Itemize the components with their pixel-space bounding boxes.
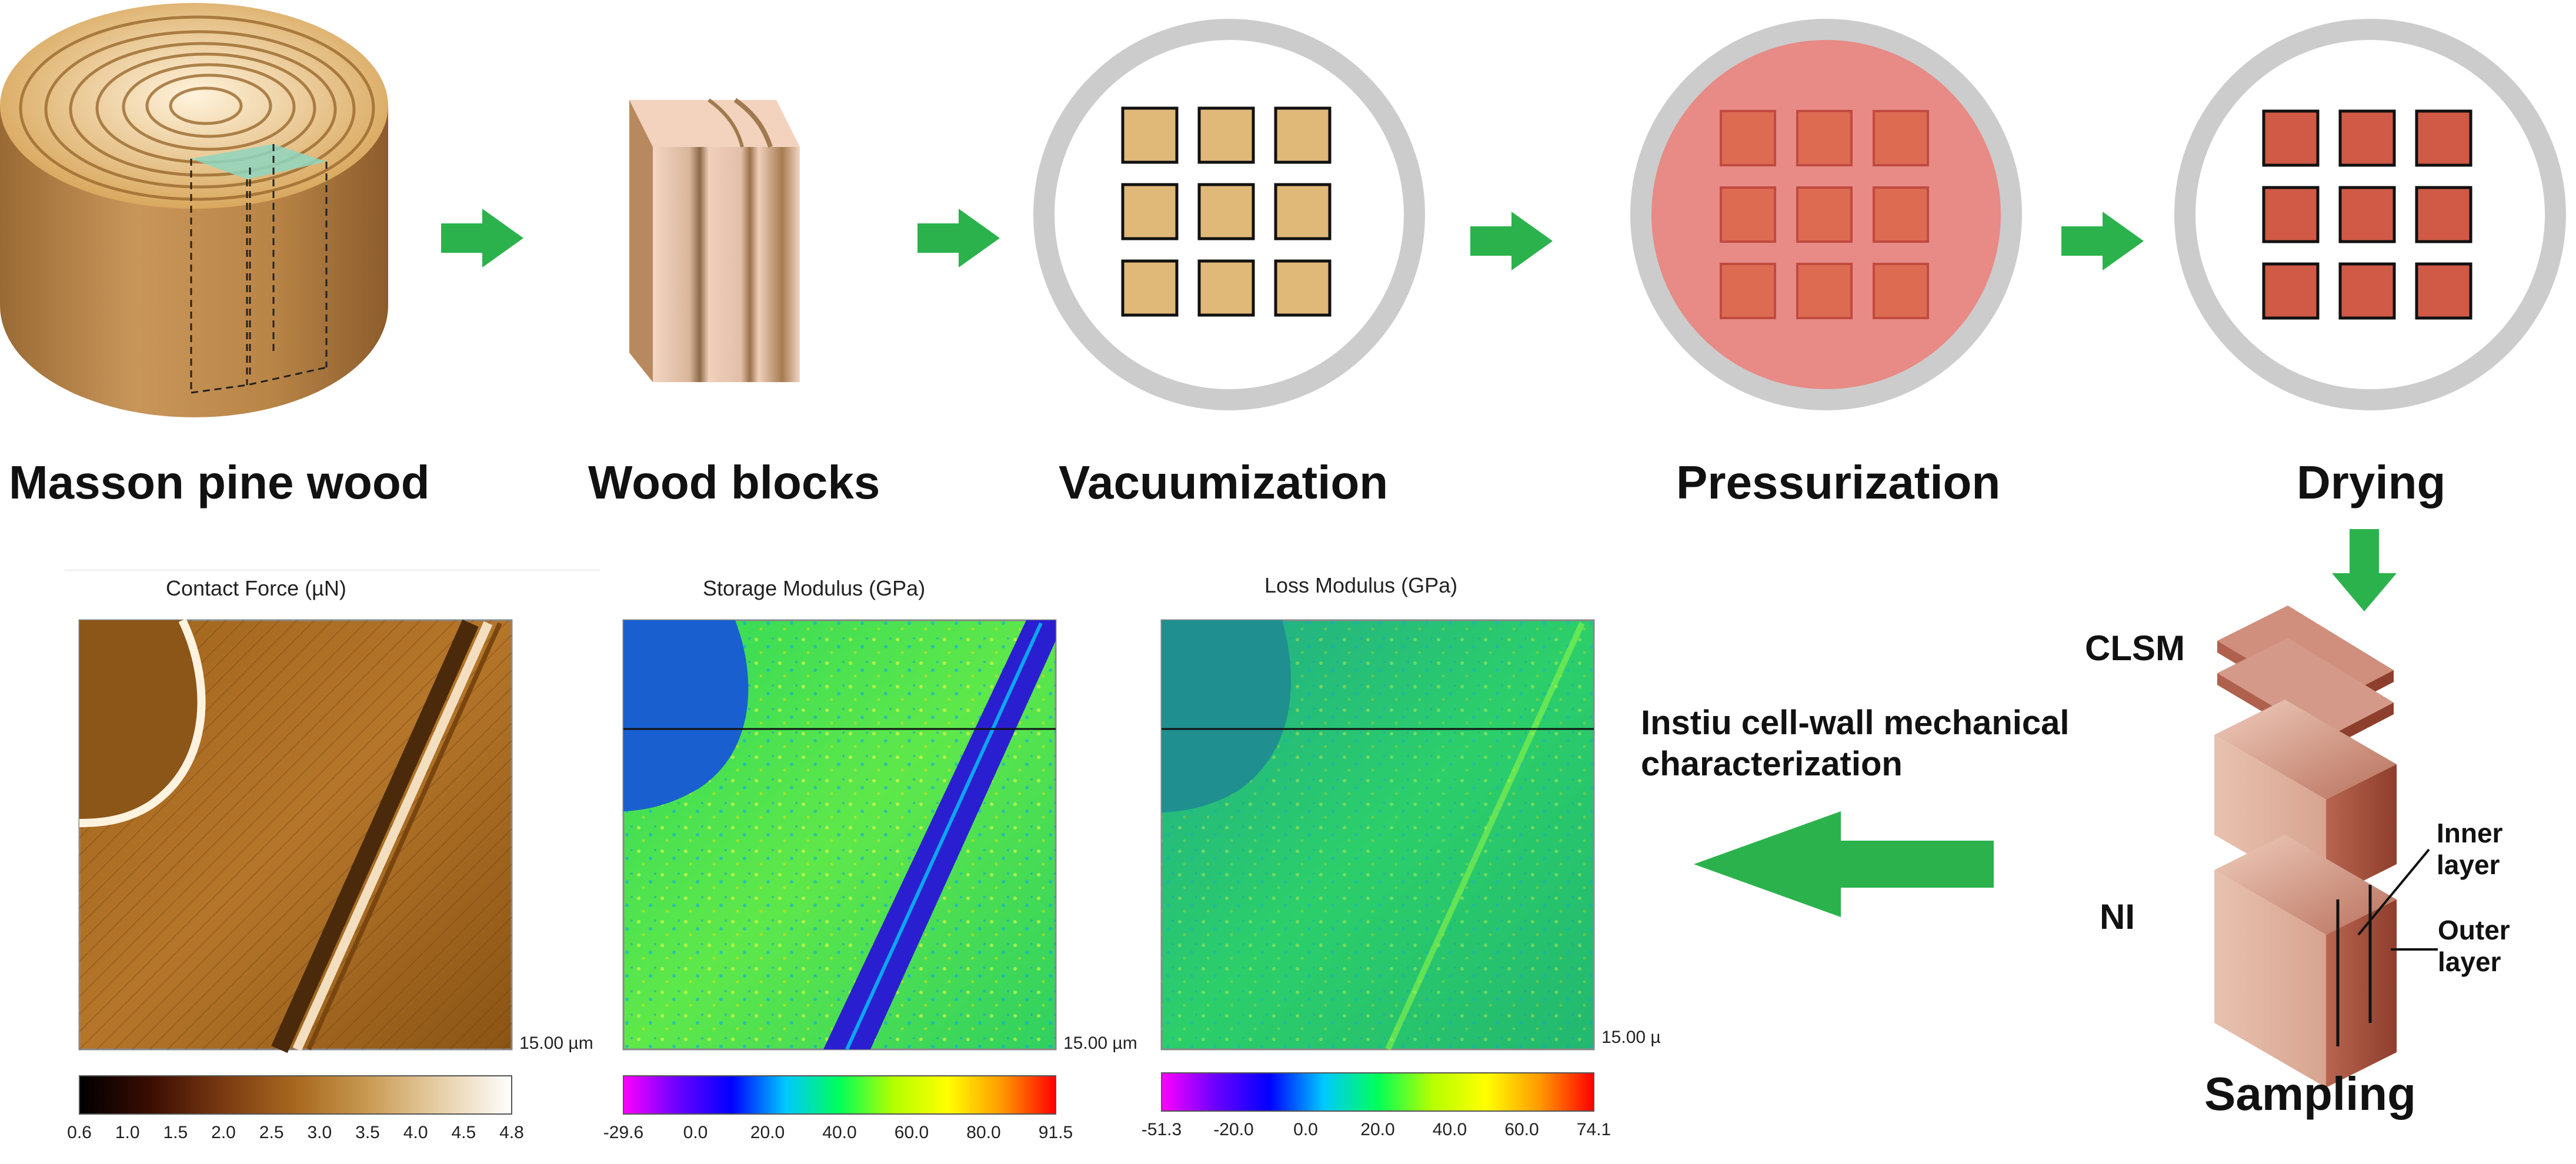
colorbar-tick-label: 4.0 — [403, 1123, 428, 1142]
arrow-down — [2332, 529, 2397, 611]
colorbar-tick-label: -51.3 — [1141, 1120, 1182, 1139]
log-illustration — [0, 3, 388, 417]
colorbar-1 — [623, 1075, 1056, 1115]
panel-title-storage-modulus: Storage Modulus (GPa) — [703, 576, 926, 600]
sample-square — [1873, 263, 1929, 319]
sample-square — [1873, 186, 1929, 243]
sample-square — [2262, 186, 2320, 243]
sample-square — [2338, 109, 2396, 167]
vacuum-vessel — [1033, 19, 1425, 410]
inner-layer-label: Inner layer — [2437, 817, 2502, 881]
wood-block-illustration — [629, 98, 800, 382]
characterization-line-1: Instiu cell-wall mechanical — [1641, 704, 2070, 742]
outer-layer-label: Outer layer — [2438, 914, 2510, 978]
colorbars — [79, 1072, 1594, 1115]
colorbar-tick-label: 0.0 — [683, 1123, 708, 1142]
pressure-vessel — [1630, 19, 2022, 410]
afm-panel-storage-modulus — [622, 619, 1057, 1051]
afm-panel-loss-modulus — [1160, 619, 1595, 1051]
arrow-right-2 — [917, 209, 1000, 267]
arrow-right-3 — [1470, 212, 1553, 270]
sample-square — [1274, 106, 1332, 164]
drying-vessel — [2174, 19, 2566, 410]
colorbar-tick-label: 0.6 — [67, 1123, 92, 1142]
panel-scale-storage-modulus: 15.00 µm — [1063, 1033, 1137, 1053]
sample-square — [1796, 263, 1853, 319]
ni-label: NI — [2100, 897, 2135, 936]
characterization-label: Instiu cell-wall mechanical characteriza… — [1641, 703, 2170, 785]
clsm-label: CLSM — [2085, 628, 2185, 668]
sample-square — [1720, 110, 1776, 166]
sample-square — [1873, 110, 1929, 166]
sample-square — [2262, 109, 2320, 167]
sample-square — [2415, 186, 2472, 243]
colorbar-2 — [1161, 1072, 1594, 1112]
panel-scale-contact-force: 15.00 µm — [519, 1033, 593, 1053]
panel-title-contact-force: Contact Force (µN) — [166, 576, 346, 600]
colorbar-tick-label: 60.0 — [1504, 1120, 1539, 1139]
sample-square — [1796, 110, 1853, 166]
colorbar-tick-label: 3.0 — [307, 1123, 332, 1142]
colorbar-tick-label: 1.5 — [163, 1123, 188, 1142]
flow-arrows — [441, 209, 2397, 917]
step-label-drying: Drying — [2297, 456, 2446, 509]
characterization-line-2: characterization — [1641, 745, 1903, 783]
colorbar-tick-label: 20.0 — [750, 1123, 785, 1142]
sample-square — [1274, 183, 1332, 240]
arrow-left — [1694, 811, 1994, 917]
arrow-right-1 — [441, 209, 523, 267]
sample-square — [1796, 186, 1853, 243]
colorbar-tick-label: 4.5 — [451, 1123, 476, 1142]
outer-layer-line-2: layer — [2438, 946, 2501, 977]
sample-square — [1121, 259, 1179, 317]
panel-scale-loss-modulus: 15.00 µ — [1601, 1028, 1661, 1047]
colorbar-tick-label: 0.0 — [1293, 1120, 1318, 1139]
colorbar-tick-label: 74.1 — [1576, 1120, 1611, 1139]
colorbar-tick-label: 91.5 — [1038, 1123, 1073, 1142]
colorbar-tick-label: 2.0 — [211, 1123, 236, 1142]
panel-title-loss-modulus: Loss Modulus (GPa) — [1264, 573, 1458, 597]
sample-square — [1197, 183, 1255, 240]
step-label-sampling: Sampling — [2204, 1068, 2417, 1120]
colorbar-tick-label: 40.0 — [822, 1123, 857, 1142]
colorbar-tick-label: 60.0 — [894, 1123, 929, 1142]
colorbar-tick-label: 1.0 — [115, 1123, 140, 1142]
colorbar-tick-label: 80.0 — [966, 1123, 1001, 1142]
sample-square — [2338, 186, 2396, 243]
afm-panel-contact-force — [65, 569, 600, 1053]
step-label-vacuumization: Vacuumization — [1059, 456, 1389, 509]
sample-square — [1720, 186, 1776, 243]
colorbar-tick-label: 20.0 — [1360, 1120, 1395, 1139]
outer-layer-line-1: Outer — [2438, 915, 2510, 945]
colorbar-tick-label: 2.5 — [259, 1123, 284, 1142]
colorbar-tick-label: 4.8 — [499, 1123, 524, 1142]
step-label-pressurization: Pressurization — [1676, 456, 2001, 509]
sample-square — [2338, 262, 2396, 320]
step-label-masson-pine-wood: Masson pine wood — [9, 456, 430, 509]
sample-square — [2415, 262, 2472, 320]
inner-layer-line-2: layer — [2437, 849, 2500, 880]
inner-layer-line-1: Inner — [2437, 818, 2503, 848]
colorbar-tick-label: 3.5 — [355, 1123, 380, 1142]
sample-square — [1197, 259, 1255, 317]
step-label-wood-blocks: Wood blocks — [588, 456, 880, 509]
colorbar-tick-label: -29.6 — [603, 1123, 644, 1142]
colorbar-tick-label: -20.0 — [1213, 1120, 1254, 1139]
colorbar-tick-label: 40.0 — [1432, 1120, 1467, 1139]
sample-square — [1121, 183, 1179, 240]
sample-square — [2415, 109, 2472, 167]
sample-square — [1720, 263, 1776, 319]
sample-square — [1121, 106, 1179, 164]
sample-square — [1197, 106, 1255, 164]
sample-square — [2262, 262, 2320, 320]
sample-square — [1274, 259, 1332, 317]
arrow-right-4 — [2061, 212, 2144, 270]
colorbar-0 — [79, 1075, 512, 1115]
sampling-specimen — [2214, 606, 2438, 1088]
